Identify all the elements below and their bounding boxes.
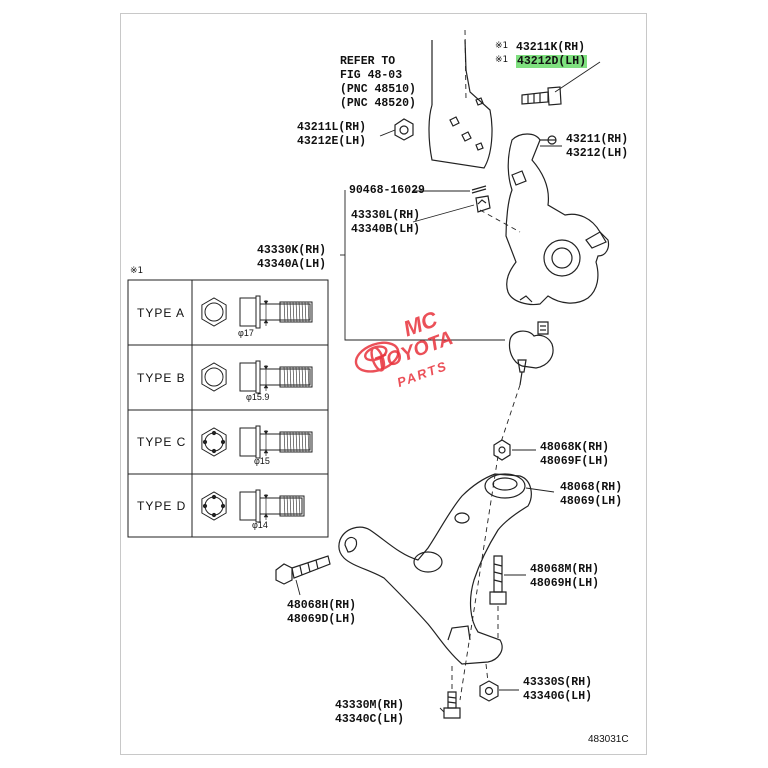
refer-note-line-4: (PNC 48520)	[340, 97, 416, 110]
cotter-and-castle-nut	[471, 185, 491, 213]
callout-ball-joint-lh[interactable]: 43340A(LH)	[257, 258, 327, 271]
type-row-diameter: φ14	[252, 520, 268, 530]
diagram-frame	[120, 13, 647, 755]
type-row-bolt-drawing	[201, 425, 313, 459]
horizontal-arm-bolt	[275, 555, 331, 585]
callout-lower-arm-lh[interactable]: 48069(LH)	[560, 495, 623, 508]
type-row-label: TYPE B	[137, 371, 186, 385]
type-row-bolt-drawing	[201, 360, 313, 394]
type-table	[127, 279, 329, 538]
callout-arm-nut-rh[interactable]: 48068K(RH)	[540, 441, 610, 454]
lower-arm	[338, 473, 532, 665]
callout-bj-bolt-lh[interactable]: 43340C(LH)	[335, 713, 405, 726]
top-bolt	[521, 86, 562, 106]
callout-lower-arm-rh[interactable]: 48068(RH)	[560, 481, 623, 494]
type-row-diameter: φ15.9	[246, 392, 270, 402]
strut-outline	[428, 39, 493, 169]
ball-joint	[508, 321, 554, 386]
callout-bj-nut-rh[interactable]: 43330S(RH)	[523, 676, 593, 689]
arm-nut	[493, 439, 511, 461]
callout-arm-bolt-horizontal-lh[interactable]: 48069D(LH)	[287, 613, 357, 626]
callout-knuckle-lh[interactable]: 43212(LH)	[566, 147, 629, 160]
refer-note-line-3: (PNC 48510)	[340, 83, 416, 96]
type-row-label: TYPE A	[137, 306, 186, 320]
callout-arm-bolt-vertical-lh[interactable]: 48069H(LH)	[530, 577, 600, 590]
type-row-bolt-drawing	[201, 295, 313, 329]
type-row-bolt-drawing	[201, 489, 305, 523]
callout-bolt-top-rh[interactable]: 43211K(RH)	[516, 41, 586, 54]
note-mark-2: ※1	[495, 55, 509, 65]
callout-knuckle-rh[interactable]: 43211(RH)	[566, 133, 629, 146]
type-row-label: TYPE C	[137, 435, 187, 449]
callout-bj-bolt-rh[interactable]: 43330M(RH)	[335, 699, 405, 712]
callout-arm-bolt-horizontal-rh[interactable]: 48068H(RH)	[287, 599, 357, 612]
callout-bolt-top-lh[interactable]: 43212D(LH)	[516, 55, 588, 68]
callout-nut-small-rh[interactable]: 43211L(RH)	[297, 121, 367, 134]
callout-cotter-pin[interactable]: 90468-16029	[349, 184, 425, 197]
vertical-arm-bolt	[489, 555, 507, 605]
bj-nut	[479, 680, 499, 702]
figure-code: 483031C	[588, 734, 629, 745]
callout-castle-nut-lh[interactable]: 43340B(LH)	[351, 223, 421, 236]
refer-note-line-2: FIG 48-03	[340, 69, 403, 82]
knuckle	[505, 133, 610, 306]
small-nut	[394, 118, 414, 141]
type-row-diameter: φ17	[238, 328, 254, 338]
callout-castle-nut-rh[interactable]: 43330L(RH)	[351, 209, 421, 222]
callout-nut-small-lh[interactable]: 43212E(LH)	[297, 135, 367, 148]
note-mark-1: ※1	[495, 41, 509, 51]
type-row-diameter: φ15	[254, 456, 270, 466]
bj-bolt	[443, 691, 461, 719]
callout-arm-nut-lh[interactable]: 48069F(LH)	[540, 455, 610, 468]
callout-bj-nut-lh[interactable]: 43340G(LH)	[523, 690, 593, 703]
callout-ball-joint-rh[interactable]: 43330K(RH)	[257, 244, 327, 257]
refer-note-line-1: REFER TO	[340, 55, 396, 68]
callout-arm-bolt-vertical-rh[interactable]: 48068M(RH)	[530, 563, 600, 576]
type-row-label: TYPE D	[137, 499, 187, 513]
table-note-mark: ※1	[130, 266, 144, 276]
